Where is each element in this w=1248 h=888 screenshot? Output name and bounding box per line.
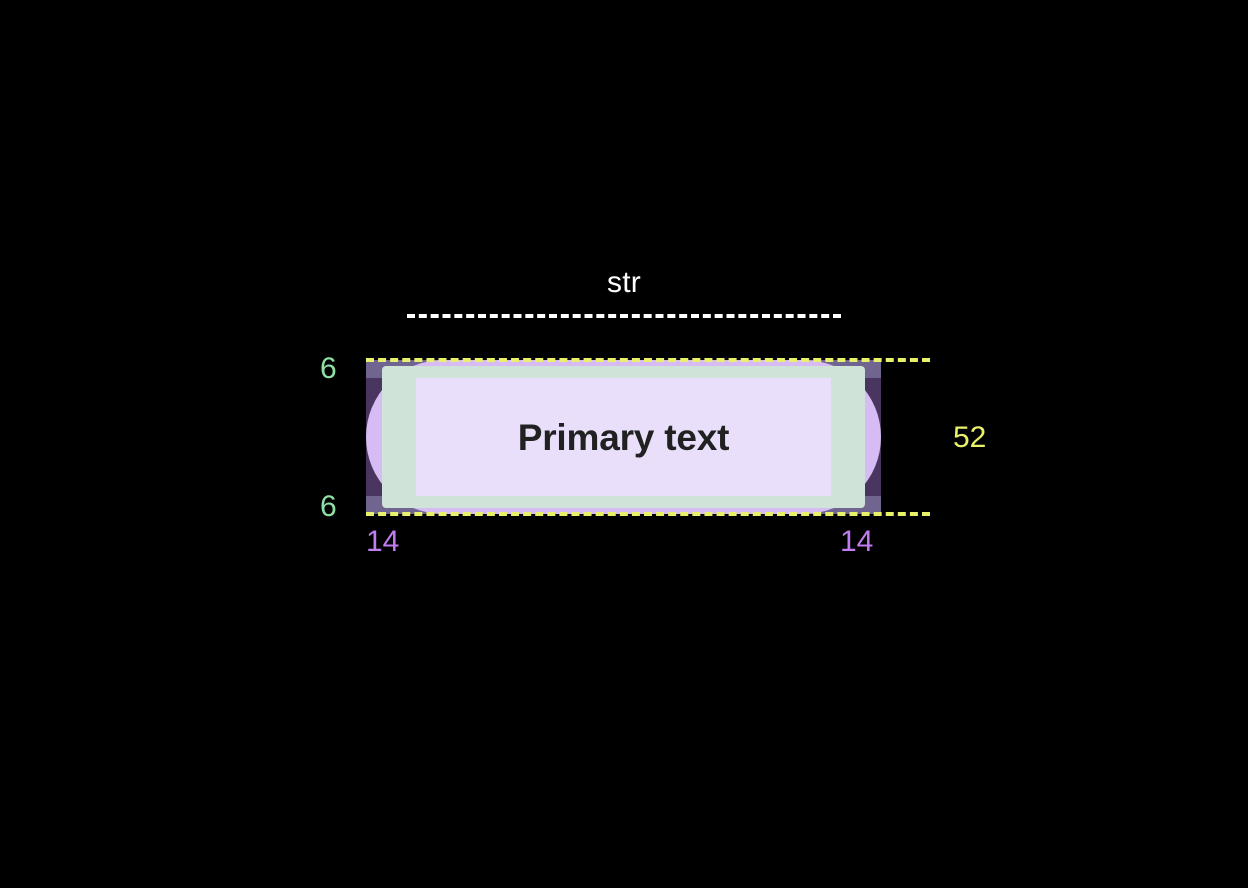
padding-top-value: 6 [320, 352, 337, 385]
padding-bottom-value: 6 [320, 490, 337, 523]
padding-right-value: 14 [840, 525, 874, 558]
height-value: 52 [953, 421, 987, 454]
text-area-layer: Primary text [416, 378, 831, 496]
primary-text-label: Primary text [517, 416, 730, 458]
component-bounds-box[interactable]: Primary text [366, 360, 881, 514]
string-measure-label: str [607, 266, 641, 299]
string-measure-dashed-line [407, 314, 841, 318]
padding-left-value: 14 [366, 525, 400, 558]
